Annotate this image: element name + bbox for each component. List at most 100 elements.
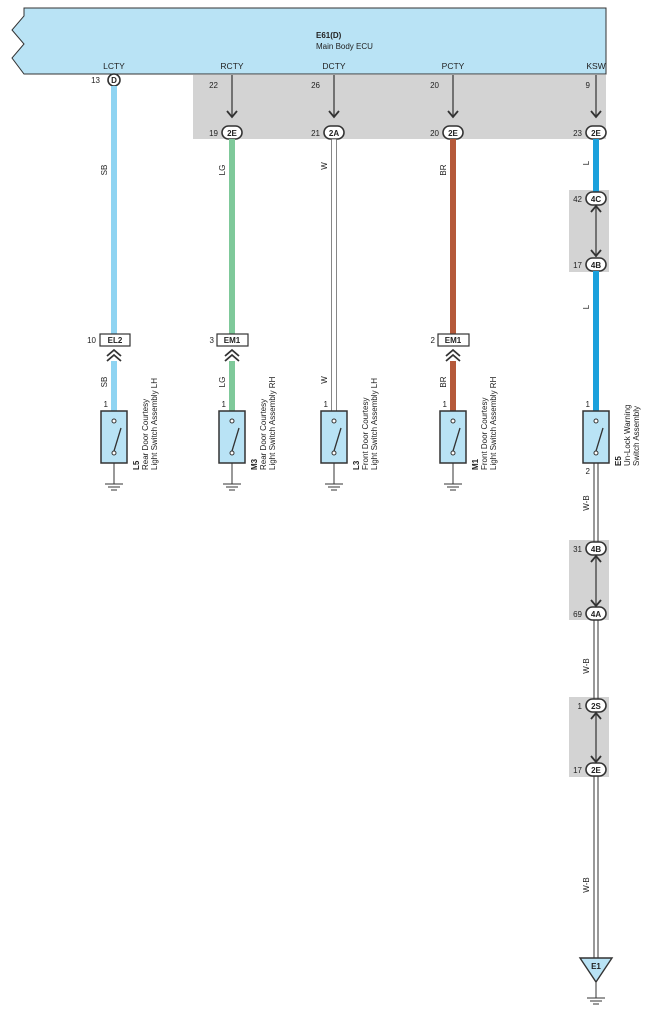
- switch-pin-l5: 1: [104, 400, 109, 409]
- chevron-up-icon: [590, 554, 602, 563]
- switch-pin-e5: 1: [586, 400, 591, 409]
- inline-connector-pcty-label: EM1: [445, 336, 462, 345]
- junction-connector-gnd-4a: [585, 606, 607, 621]
- switch-contact-icon: [111, 418, 117, 424]
- wire-label-rcty-upper: LG: [218, 165, 227, 176]
- chevron-down-icon: [590, 755, 602, 764]
- signal-ksw: KSW: [586, 61, 605, 71]
- junction-pin-gnd-4a: 69: [573, 610, 582, 619]
- switch-lever-icon: [231, 427, 240, 452]
- ecu-name: Main Body ECU: [316, 42, 373, 51]
- ground-icon: [586, 989, 606, 1005]
- junction-pin-4b: 17: [573, 261, 582, 270]
- wire-label-lcty-upper: SB: [100, 165, 109, 176]
- switch-pin-l3: 1: [324, 400, 329, 409]
- ecu-pin-rcty: 22: [209, 81, 218, 90]
- junction-connector-4c-label: 4C: [591, 195, 601, 204]
- wire-label-ksw-b: L: [582, 304, 591, 309]
- chevron-down-icon: [447, 110, 459, 119]
- ecu-connector-lcty-label: D: [111, 76, 117, 85]
- chevron-up-icon: [106, 348, 122, 362]
- switch-contact-icon: [450, 450, 456, 456]
- ecu-pin-lcty: 13: [91, 76, 100, 85]
- junction-pin-gnd-4b: 31: [573, 545, 582, 554]
- switch-code-l5: L5: [132, 460, 141, 470]
- wire-lcty-lower: [111, 361, 117, 411]
- junction-block-shade: [193, 75, 606, 139]
- chevron-down-icon: [590, 249, 602, 258]
- chevron-up-icon: [224, 348, 240, 362]
- switch-name2-m1: Light Switch Assembly RH: [489, 376, 498, 470]
- ground-point-e1-label: E1: [591, 962, 601, 971]
- switch-lever-icon: [595, 427, 604, 452]
- ecu-code: E61(D): [316, 31, 342, 40]
- junction-connector-gnd-2e-label: 2E: [591, 766, 601, 775]
- signal-lcty: LCTY: [103, 61, 125, 71]
- switch-contact-icon: [331, 450, 337, 456]
- wire-label-dcty-lower: W: [320, 376, 329, 384]
- wire-ksw-b: [593, 271, 599, 411]
- ground-icon: [222, 475, 242, 491]
- switch-code-e5: E5: [614, 456, 623, 466]
- switch-name1-m3: Rear Door Courtesy: [259, 399, 268, 470]
- switch-contact-icon: [593, 418, 599, 424]
- ground-icon: [443, 475, 463, 491]
- wire-pcty-upper: [450, 139, 456, 334]
- junction-connector-gnd-2e: [585, 762, 607, 777]
- chevron-down-icon: [328, 110, 340, 119]
- switch-contact-icon: [593, 450, 599, 456]
- junction-pin-gnd-2s: 1: [578, 702, 583, 711]
- inline-connector-lcty-label: EL2: [108, 336, 123, 345]
- switch-name1-e5: Un-Lock Warning: [623, 404, 632, 466]
- ecu-pin-dcty: 26: [311, 81, 320, 90]
- ground-point-e1: [578, 957, 614, 984]
- switch-contact-icon: [111, 450, 117, 456]
- switch-name2-e5: Switch Assembly: [632, 406, 641, 466]
- switch-lever-icon: [452, 427, 461, 452]
- switch-contact-icon: [229, 450, 235, 456]
- switch-name1-m1: Front Door Courtesy: [480, 398, 489, 470]
- inline-pin-rcty: 3: [210, 336, 215, 345]
- switch-name2-m3: Light Switch Assembly RH: [268, 376, 277, 470]
- ground-icon: [324, 475, 344, 491]
- ground-icon: [104, 475, 124, 491]
- inline-connector-lcty: [99, 333, 131, 347]
- chevron-up-icon: [445, 348, 461, 362]
- inline-pin-lcty: 10: [87, 336, 96, 345]
- wire-label-wb-b: W-B: [582, 658, 591, 673]
- junction-connector-rcty-label: 2E: [227, 129, 237, 138]
- junction-pin-dcty: 21: [311, 129, 320, 138]
- switch-contact-icon: [450, 418, 456, 424]
- junction-pin-4c: 42: [573, 195, 582, 204]
- signal-dcty: DCTY: [322, 61, 345, 71]
- junction-pin-ksw: 23: [573, 129, 582, 138]
- chevron-down-icon: [226, 110, 238, 119]
- junction-connector-4b-label: 4B: [591, 261, 601, 270]
- junction-connector-gnd-4b-label: 4B: [591, 545, 601, 554]
- wire-rcty-lower: [229, 361, 235, 411]
- switch-pin2-e5: 2: [586, 467, 591, 476]
- chevron-up-icon: [590, 711, 602, 720]
- ecu-pin-pcty: 20: [430, 81, 439, 90]
- switch-pin-m3: 1: [222, 400, 227, 409]
- inline-pin-pcty: 2: [431, 336, 436, 345]
- signal-rcty: RCTY: [220, 61, 243, 71]
- wire-lcty-upper: [111, 86, 117, 334]
- wire-label-dcty-upper: W: [320, 162, 329, 170]
- junction-pin-rcty: 19: [209, 129, 218, 138]
- switch-code-m3: M3: [250, 458, 259, 470]
- wire-dcty: [331, 138, 337, 412]
- wire-pcty-lower: [450, 361, 456, 411]
- wire-label-wb-c: W-B: [582, 877, 591, 892]
- switch-name2-l3: Light Switch Assembly LH: [370, 378, 379, 470]
- wire-label-ksw-a: L: [582, 160, 591, 165]
- switch-name1-l5: Rear Door Courtesy: [141, 399, 150, 470]
- switch-name1-l3: Front Door Courtesy: [361, 398, 370, 470]
- switch-pin-m1: 1: [443, 400, 448, 409]
- junction-connector-ksw-label: 2E: [591, 129, 601, 138]
- chevron-down-icon: [590, 599, 602, 608]
- wire-label-pcty-upper: BR: [439, 164, 448, 175]
- switch-lever-icon: [333, 427, 342, 452]
- wire-label-pcty-lower: BR: [439, 376, 448, 387]
- chevron-up-icon: [590, 204, 602, 213]
